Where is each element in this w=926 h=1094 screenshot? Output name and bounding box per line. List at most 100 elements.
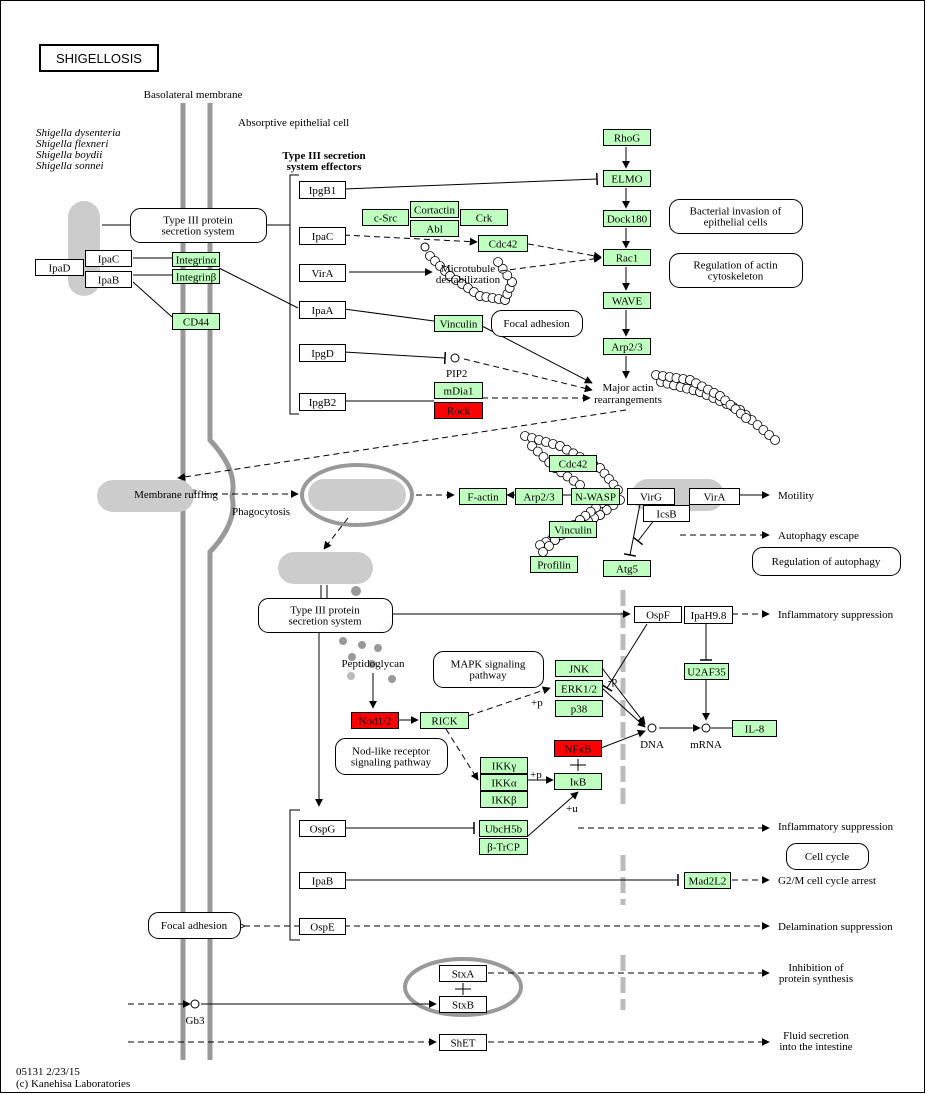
actin-filaments (425, 251, 780, 557)
gene-node-jnk[interactable]: JNK (555, 660, 603, 677)
gene-node-profilin[interactable]: Profilin (530, 556, 578, 573)
gene-label-virG: VirG (640, 492, 662, 504)
gene-node-nwasp[interactable]: N-WASP (571, 488, 620, 505)
gene-node-virG[interactable]: VirG (627, 488, 675, 505)
gene-node-ipaC_l[interactable]: IpaC (85, 250, 132, 267)
escaped-bacterium (278, 552, 373, 584)
gene-node-ubch5b[interactable]: UbcH5b (479, 820, 528, 837)
gene-node-ospG[interactable]: OspG (299, 820, 346, 837)
major-actin-label-1: Major actin (602, 382, 654, 394)
gene-node-ipaB_l[interactable]: IpaB (85, 271, 132, 288)
gene-node-ipgD[interactable]: IpgD (299, 344, 346, 362)
gene-node-erk[interactable]: ERK1/2 (555, 680, 603, 697)
phagosome-bacterium (308, 479, 406, 511)
gene-node-rhog[interactable]: RhoG (603, 129, 651, 146)
gene-node-vinculin_a[interactable]: Vinculin (434, 315, 483, 332)
gene-node-cd44[interactable]: CD44 (172, 313, 220, 330)
peptidoglycan-dots (339, 586, 396, 683)
pathway-focal1[interactable]: Focal adhesion (491, 310, 583, 337)
gb3-compound[interactable] (190, 999, 200, 1009)
gene-node-btrcp[interactable]: β-TrCP (479, 838, 528, 855)
gene-node-ipaA[interactable]: IpaA (299, 301, 346, 319)
pathway-reg_autophagy[interactable]: Regulation of autophagy (752, 547, 901, 576)
gene-node-factin[interactable]: F-actin (459, 488, 507, 505)
gene-label-rhog: RhoG (614, 133, 640, 145)
dna-compound[interactable] (647, 723, 657, 733)
outcome-motility: Motility (778, 490, 815, 502)
gene-label-ipgD: IpgD (311, 348, 334, 360)
gene-node-stxB[interactable]: StxB (439, 996, 487, 1013)
gene-node-arp23a[interactable]: Arp2/3 (603, 338, 651, 355)
gene-node-icsB[interactable]: IcsB (643, 505, 690, 522)
gene-node-ipaH[interactable]: IpaH9.8 (684, 606, 733, 624)
gene-node-ipgB1[interactable]: IpgB1 (299, 181, 346, 199)
gene-node-stxA[interactable]: StxA (439, 965, 487, 982)
gene-node-mad2l2[interactable]: Mad2L2 (684, 872, 731, 889)
gene-label-cdc42a: Cdc42 (489, 239, 518, 251)
gene-node-ipaB[interactable]: IpaB (299, 872, 346, 889)
gene-node-rock[interactable]: Rock (434, 402, 483, 419)
gene-node-ospE[interactable]: OspE (299, 918, 346, 935)
peptidoglycan-label: Peptidoglycan (342, 658, 405, 670)
gene-node-atg5[interactable]: Atg5 (603, 560, 651, 577)
gene-node-ikkb[interactable]: IKKβ (480, 791, 528, 808)
footer-copyright: (c) Kanehisa Laboratories (16, 1078, 130, 1090)
pathway-label-focal2: Focal adhesion (161, 920, 228, 932)
gene-node-crk[interactable]: Crk (460, 209, 508, 226)
gene-label-vinculin_b: Vinculin (554, 525, 592, 537)
gene-node-wave[interactable]: WAVE (603, 292, 651, 309)
species-boydii: Shigella boydii (36, 149, 102, 161)
gene-node-u2af[interactable]: U2AF35 (684, 663, 729, 680)
gene-node-integrin_b[interactable]: Integrinβ (172, 269, 220, 284)
gene-label-profilin: Profilin (537, 560, 571, 572)
gene-node-integrin_a[interactable]: Integrinα (172, 252, 220, 267)
gene-label-erk: ERK1/2 (561, 684, 597, 696)
species-sonnei: Shigella sonnei (36, 160, 104, 172)
outcome-inflam1: Inflammatory suppression (778, 609, 894, 621)
microtubule-bead (420, 242, 430, 252)
gene-node-cdc42b[interactable]: Cdc42 (549, 455, 597, 472)
gene-node-il8[interactable]: IL-8 (732, 720, 777, 737)
gene-node-rick[interactable]: RICK (420, 712, 469, 729)
gene-node-shet[interactable]: ShET (439, 1034, 487, 1051)
pip2-compound[interactable] (450, 353, 460, 363)
gene-node-ikka[interactable]: IKKα (480, 774, 528, 791)
gene-node-nod[interactable]: Nod1/2 (351, 712, 399, 729)
pathway-focal2[interactable]: Focal adhesion (148, 912, 241, 939)
phagosome-outline (300, 463, 414, 527)
gene-node-cdc42a[interactable]: Cdc42 (478, 235, 528, 252)
gene-node-ipgB2[interactable]: IpgB2 (299, 393, 346, 411)
gene-label-il8: IL-8 (745, 724, 765, 736)
gene-label-integrin_a: Integrinα (176, 255, 217, 267)
gene-node-cortactin[interactable]: Cortactin (410, 201, 459, 218)
gene-node-vinculin_b[interactable]: Vinculin (549, 521, 597, 538)
gene-node-ospF[interactable]: OspF (634, 606, 682, 623)
gene-node-abl[interactable]: Abl (410, 220, 459, 237)
gene-node-ikb[interactable]: IκB (554, 773, 602, 790)
gene-node-p38[interactable]: p38 (555, 700, 603, 717)
mrna-compound[interactable] (701, 723, 711, 733)
gene-node-elmo[interactable]: ELMO (603, 170, 651, 187)
gene-node-mdia1[interactable]: mDia1 (434, 382, 483, 399)
effectors-bracket (289, 174, 299, 415)
gene-node-nfkb[interactable]: NFκB (554, 740, 602, 757)
gene-node-arp23b[interactable]: Arp2/3 (515, 488, 563, 505)
gene-node-csrc[interactable]: c-Src (362, 209, 409, 226)
gene-node-virA[interactable]: VirA (299, 264, 346, 282)
gene-node-ipaD[interactable]: IpaD (35, 259, 84, 276)
pathway-membrane_ruffling[interactable]: Membrane ruffling (134, 489, 218, 501)
gene-node-virA2[interactable]: VirA (689, 488, 740, 505)
pathway-cell_cycle[interactable]: Cell cycle (786, 843, 869, 870)
gene-node-rac1[interactable]: Rac1 (603, 249, 651, 266)
outcome-inhib: protein synthesis (779, 973, 853, 985)
ubiquitin-label: +u (566, 803, 578, 815)
gene-node-ipaC[interactable]: IpaC (299, 227, 346, 245)
gene-node-dock180[interactable]: Dock180 (603, 210, 651, 227)
gene-node-ikkg[interactable]: IKKγ (480, 757, 528, 774)
